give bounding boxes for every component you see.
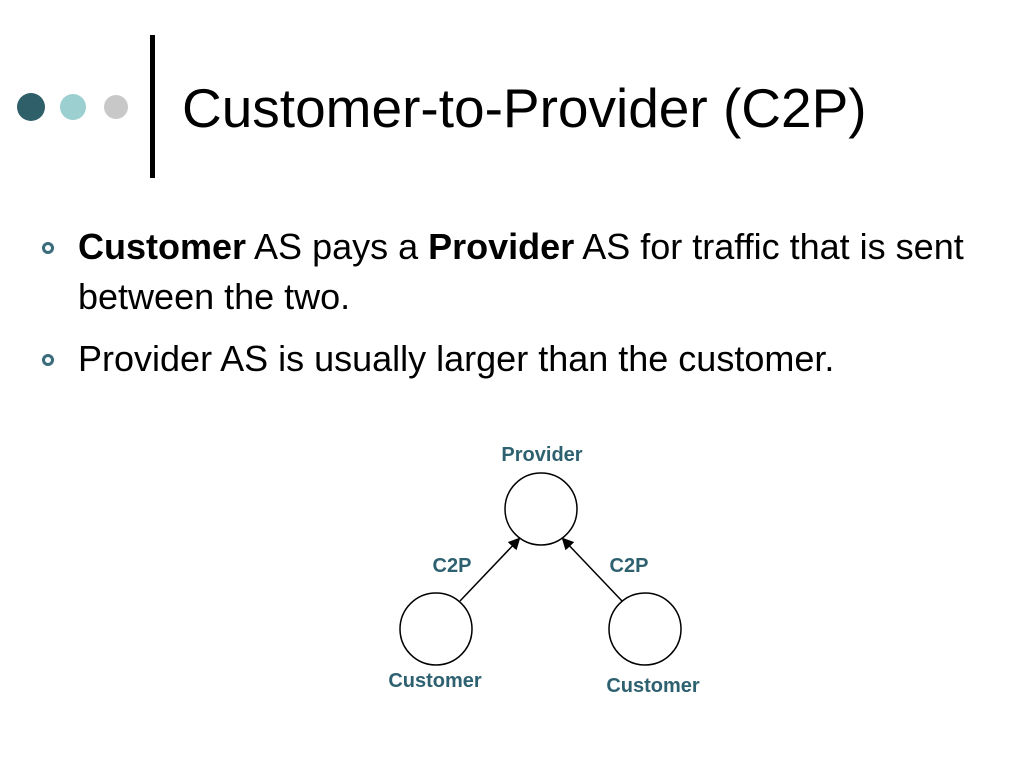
c2p-edge-right: [561, 537, 623, 602]
customer-left-node: [399, 592, 473, 666]
bullet-list: Customer AS pays a Provider AS for traff…: [40, 222, 1010, 396]
c2p-edge-left: [459, 537, 521, 602]
edge-label-right: C2P: [609, 555, 649, 577]
dot-dark-icon: [17, 93, 45, 121]
bullet-text-part: AS for traffic that is sent between the …: [78, 226, 964, 317]
provider-node: [504, 472, 578, 546]
dot-gray-icon: [104, 95, 128, 119]
bullet-item: Provider AS is usually larger than the c…: [40, 334, 1010, 384]
bullet-circle-icon: [42, 354, 54, 366]
bullet-text: Customer AS pays a Provider AS for traff…: [78, 226, 964, 317]
bullet-item: Customer AS pays a Provider AS for traff…: [40, 222, 1010, 322]
bullet-text-part: AS pays a: [246, 226, 429, 267]
customer-right-label: Customer: [606, 675, 700, 697]
bullet-circle-icon: [42, 242, 54, 254]
bullet-text: Provider AS is usually larger than the c…: [78, 338, 835, 379]
provider-label: Provider: [501, 444, 583, 466]
title-divider: [150, 35, 155, 178]
customer-left-label: Customer: [388, 670, 482, 692]
edge-label-left: C2P: [432, 555, 472, 577]
bullet-text-part: Provider: [428, 226, 575, 267]
bullet-text-part: Customer: [78, 226, 247, 267]
customer-right-node: [608, 592, 682, 666]
dot-light-icon: [60, 94, 86, 120]
slide-title: Customer-to-Provider (C2P): [182, 77, 867, 139]
